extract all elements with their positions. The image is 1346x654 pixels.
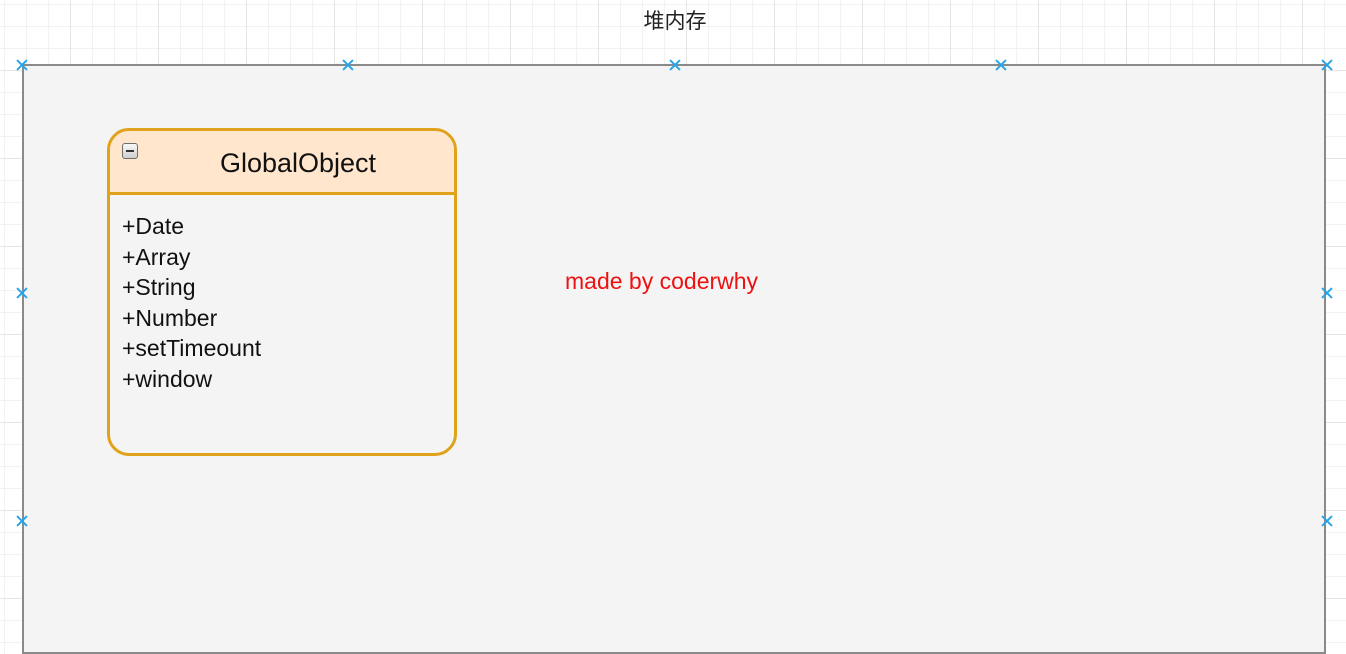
resize-handle-top-left-icon[interactable] — [16, 59, 28, 71]
connection-point-top-icon[interactable] — [342, 59, 354, 71]
class-member: +Date — [122, 213, 185, 239]
resize-handle-top-right-icon[interactable] — [1321, 59, 1333, 71]
class-member: +String — [122, 274, 196, 300]
connection-point-top-icon[interactable] — [995, 59, 1007, 71]
connection-point-right-icon[interactable] — [1321, 287, 1333, 299]
connection-point-left-icon[interactable] — [16, 287, 28, 299]
class-member-list: +Date +Array +String +Number +setTimeoun… — [122, 211, 444, 394]
connection-point-top-center-icon[interactable] — [669, 59, 681, 71]
collapse-minus-icon[interactable] — [122, 143, 138, 159]
class-name: GlobalObject — [219, 148, 377, 178]
class-member: +window — [122, 365, 213, 392]
watermark-text: made by coderwhy — [565, 268, 759, 294]
class-header[interactable]: GlobalObject — [110, 131, 454, 195]
global-object-class-box[interactable]: GlobalObject +Date +Array +String +Numbe… — [107, 128, 457, 456]
connection-point-right-icon[interactable] — [1321, 515, 1333, 527]
class-member: +setTimeount — [122, 335, 262, 361]
heap-title: 堆内存 — [643, 9, 707, 33]
class-member: +Number — [122, 304, 218, 331]
class-member: +Array — [122, 243, 191, 270]
connection-point-left-icon[interactable] — [16, 515, 28, 527]
